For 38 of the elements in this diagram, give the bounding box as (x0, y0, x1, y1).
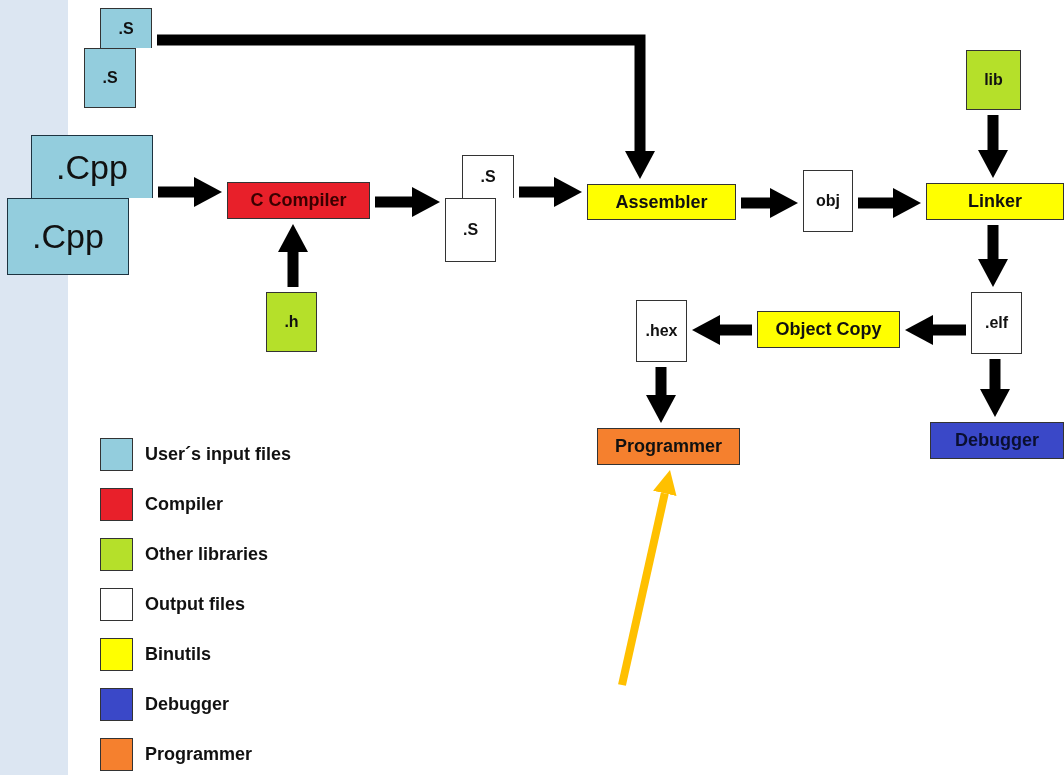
legend-label: Debugger (145, 694, 229, 715)
output-file-box: .S (445, 198, 496, 262)
flow-arrow (980, 359, 1010, 417)
flow-arrow (858, 188, 921, 218)
tool-box: Assembler (587, 184, 736, 220)
flow-arrow (905, 315, 966, 345)
flow-arrow (978, 115, 1008, 178)
flow-arrow (375, 187, 440, 217)
legend-label: Programmer (145, 744, 253, 765)
output-file-box: .S (462, 155, 514, 198)
flow-arrow (978, 225, 1008, 287)
flow-arrow (741, 188, 798, 218)
tool-box: Object Copy (757, 311, 900, 348)
flow-arrow (618, 470, 677, 686)
legend-label: Output files (145, 594, 245, 615)
debugger-box: Debugger (930, 422, 1064, 459)
input-file-box: .S (100, 8, 152, 48)
flow-arrow (158, 177, 222, 207)
input-file-box: .Cpp (7, 198, 129, 275)
input-file-box: .Cpp (31, 135, 153, 198)
legend-label: Compiler (145, 494, 223, 515)
legend-label: User´s input files (145, 444, 292, 465)
flow-arrow (519, 177, 582, 207)
tool-box: Linker (926, 183, 1064, 220)
compiler-box: C Compiler (227, 182, 370, 219)
flow-arrow (646, 367, 676, 423)
library-box: .h (266, 292, 317, 352)
legend-label: Other libraries (145, 544, 269, 565)
output-file-box: .hex (636, 300, 687, 362)
flow-arrow (692, 315, 752, 345)
input-file-box: .S (84, 48, 136, 108)
flow-arrow (278, 224, 308, 287)
programmer-box: Programmer (597, 428, 740, 465)
output-file-box: obj (803, 170, 853, 232)
legend-label: Binutils (145, 644, 211, 665)
library-box: lib (966, 50, 1021, 110)
flow-arrow (157, 34, 655, 179)
output-file-box: .elf (971, 292, 1022, 354)
